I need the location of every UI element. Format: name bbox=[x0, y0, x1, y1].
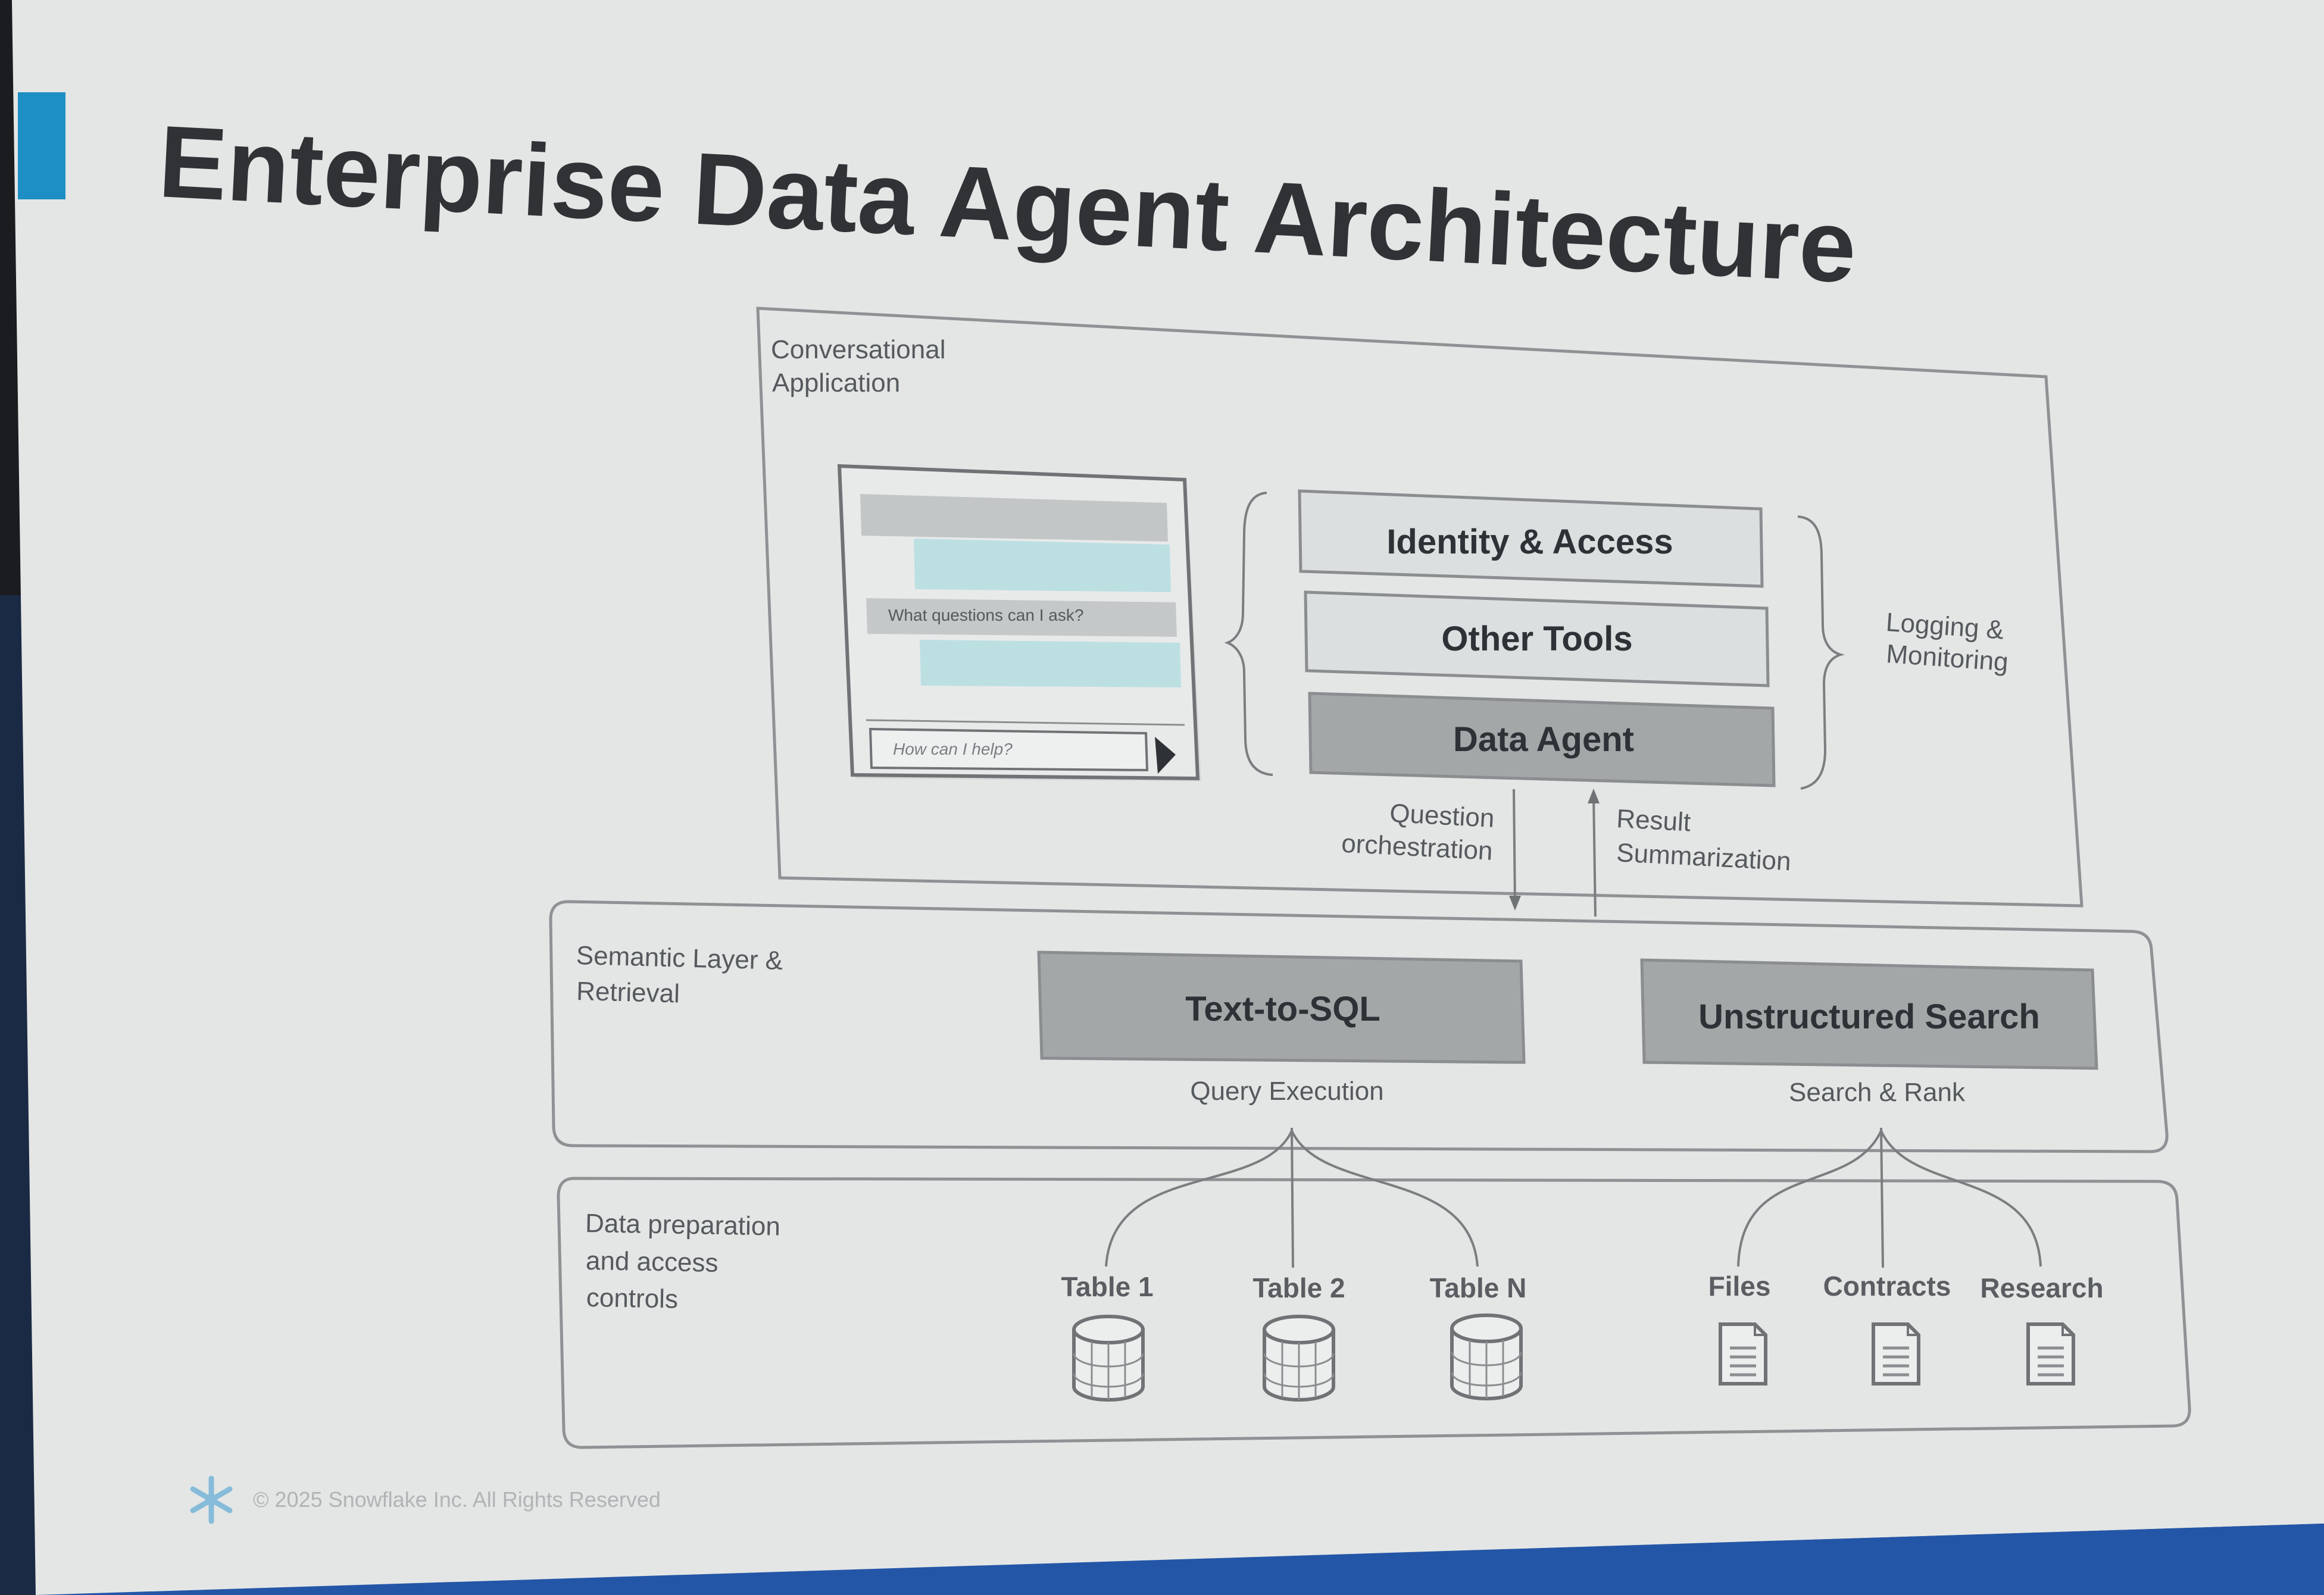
accent-bar bbox=[18, 92, 65, 199]
identity-access-label: Identity & Access bbox=[1386, 523, 1673, 561]
chat-window: What questions can I ask? bbox=[837, 464, 1201, 781]
chat-bubble-1 bbox=[914, 539, 1171, 592]
files-label: Files bbox=[1708, 1271, 1771, 1302]
chat-input[interactable] bbox=[869, 727, 1149, 772]
slide-surface bbox=[12, 0, 2324, 1595]
text-to-sql-label: Text-to-SQL bbox=[1185, 990, 1380, 1028]
unstructured-search-label: Unstructured Search bbox=[1698, 997, 2040, 1036]
left-brace bbox=[1224, 492, 1273, 776]
data-prep-label-3: controls bbox=[586, 1283, 678, 1314]
table-n-label: Table N bbox=[1430, 1272, 1527, 1303]
conversational-panel bbox=[756, 307, 2084, 908]
identity-access-box bbox=[1298, 489, 1764, 588]
search-rank-label: Search & Rank bbox=[1789, 1078, 1966, 1107]
chat-header-bar bbox=[860, 494, 1168, 542]
database-icon bbox=[1072, 1315, 1145, 1402]
database-icon bbox=[1450, 1313, 1523, 1400]
semantic-panel bbox=[549, 900, 2169, 1153]
chat-question-bubble bbox=[866, 598, 1177, 637]
result-label-1: Result bbox=[1616, 804, 1691, 837]
semantic-label-2: Retrieval bbox=[576, 977, 680, 1009]
chat-input-placeholder: How can I help? bbox=[893, 740, 1013, 758]
question-label-1: Question bbox=[1389, 799, 1495, 833]
question-arrow bbox=[1513, 789, 1516, 905]
query-execution-label: Query Execution bbox=[1190, 1077, 1383, 1106]
chat-question-text: What questions can I ask? bbox=[888, 606, 1083, 624]
other-tools-label: Other Tools bbox=[1441, 620, 1632, 658]
chat-bubble-2 bbox=[920, 640, 1181, 687]
room-floor bbox=[36, 1524, 2324, 1595]
result-arrow bbox=[1592, 794, 1597, 917]
data-prep-label-2: and access bbox=[586, 1246, 719, 1278]
research-label: Research bbox=[1980, 1272, 2103, 1303]
data-agent-label: Data Agent bbox=[1453, 720, 1634, 759]
copyright-text: © 2025 Snowflake Inc. All Rights Reserve… bbox=[253, 1487, 661, 1512]
tables-tree bbox=[1105, 1127, 1479, 1268]
other-tools-box bbox=[1304, 590, 1770, 687]
document-icon bbox=[1719, 1322, 1767, 1386]
document-icon bbox=[1872, 1322, 1920, 1386]
result-arrowhead bbox=[1588, 789, 1600, 803]
contracts-label: Contracts bbox=[1823, 1271, 1951, 1302]
documents-tree bbox=[1737, 1127, 2042, 1268]
right-brace bbox=[1797, 515, 1845, 790]
conversational-label-2: Application bbox=[772, 368, 900, 398]
table-2-label: Table 2 bbox=[1252, 1272, 1345, 1303]
semantic-label-1: Semantic Layer & bbox=[576, 941, 783, 975]
conversational-label-1: Conversational bbox=[771, 335, 946, 364]
text-to-sql-box bbox=[1037, 950, 1526, 1064]
table-1-label: Table 1 bbox=[1061, 1271, 1153, 1302]
data-prep-label-1: Data preparation bbox=[585, 1209, 781, 1241]
document-icon bbox=[2026, 1322, 2075, 1386]
data-agent-box bbox=[1308, 692, 1776, 787]
data-prep-panel bbox=[557, 1177, 2191, 1449]
database-icon bbox=[1263, 1315, 1335, 1402]
unstructured-search-box bbox=[1640, 958, 2098, 1070]
send-icon[interactable] bbox=[1155, 737, 1176, 774]
snowflake-logo bbox=[190, 1475, 233, 1524]
question-arrowhead bbox=[1509, 896, 1521, 911]
